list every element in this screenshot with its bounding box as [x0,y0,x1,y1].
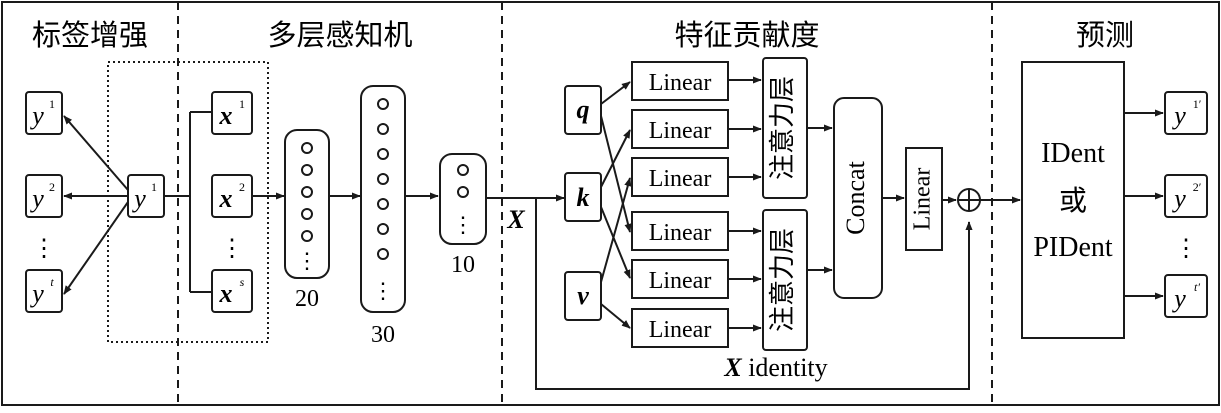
svg-text:y: y [29,184,44,213]
arrow-to-label-1 [63,115,129,191]
outer-frame [1,1,1220,406]
svg-text:s: s [240,275,245,289]
svg-text:2′: 2′ [1193,180,1202,194]
label-output-2: y 2 [25,174,63,218]
svg-text:注意力层: 注意力层 [768,228,797,332]
linear-to-attention-arrows [728,76,762,332]
qkv-fanout-arrows [600,81,632,329]
svg-text:Linear: Linear [649,70,712,96]
label-output-ellipsis: ⋮ [32,236,56,262]
svg-text:或: 或 [1059,185,1087,217]
svg-text:1: 1 [49,97,55,111]
svg-text:x: x [219,279,233,308]
svg-text:x: x [219,101,233,130]
label-output-1: y 1 [25,91,63,135]
pred-output-ellipsis: ⋮ [1174,236,1198,262]
dotted-group-box [107,61,269,343]
mlp-layer-20-size: 20 [295,286,319,312]
svg-text:IDent: IDent [1041,138,1105,169]
svg-text:⋮: ⋮ [296,248,318,273]
svg-text:Linear: Linear [649,220,712,246]
svg-text:v: v [577,281,589,310]
pred-output-1: y 1′ [1164,91,1208,135]
svg-text:1: 1 [239,97,245,111]
svg-text:⋮: ⋮ [372,278,394,303]
key-box: k [564,172,602,222]
section-title-label-enhance: 标签增强 [32,19,148,52]
output-linear-box: Linear [905,147,943,251]
svg-text:y: y [1171,284,1186,313]
attention-layer-1: 注意力层 [762,57,808,199]
attention-layer-2: 注意力层 [762,209,808,351]
feature-input-ellipsis: ⋮ [220,236,244,262]
label-source: y 1 [127,174,165,218]
pred-output-t: y t′ [1164,274,1208,318]
svg-text:y: y [29,279,44,308]
svg-text:y: y [29,101,44,130]
svg-text:Linear: Linear [649,268,712,294]
section-title-predict: 预测 [1076,19,1134,52]
linear-box-5: Linear [631,259,729,299]
residual-add-node [957,188,981,212]
mlp-layer-20: ⋮ [284,129,330,279]
mlp-layer-10-size: 10 [451,252,475,278]
identity-skip-path [535,198,973,390]
feature-input-2: x 2 [211,174,253,218]
linear-box-6: Linear [631,308,729,348]
arrow-to-label-t [63,201,129,295]
svg-text:Linear: Linear [910,168,936,231]
query-box: q [564,85,602,135]
svg-text:t: t [50,275,54,289]
feature-input-1: x 1 [211,91,253,135]
svg-text:x: x [219,184,233,213]
concat-box: Concat [833,97,883,299]
svg-text:Linear: Linear [649,118,712,144]
svg-text:q: q [577,95,590,124]
linear-box-4: Linear [631,211,729,251]
mlp-layer-30-size: 30 [371,322,395,348]
svg-text:y: y [1171,101,1186,130]
feature-branch-lines [164,111,212,293]
pred-output-2: y 2′ [1164,174,1208,218]
x-input-label: X [506,205,525,234]
svg-text:2: 2 [239,180,245,194]
svg-text:t′: t′ [1194,280,1200,294]
svg-text:1′: 1′ [1193,97,1202,111]
svg-text:2: 2 [49,180,55,194]
value-box: v [564,271,602,321]
svg-text:k: k [577,183,590,212]
svg-text:y: y [1171,184,1186,213]
svg-text:Concat: Concat [841,160,870,234]
mlp-layer-30: ⋮ [360,85,406,313]
section-title-mlp: 多层感知机 [267,19,412,52]
predictor-box: IDent 或 PIDent [1021,61,1125,339]
svg-text:Linear: Linear [649,166,712,192]
svg-text:⋮: ⋮ [452,212,474,237]
linear-box-3: Linear [631,157,729,197]
svg-text:y: y [131,184,146,213]
svg-text:1: 1 [151,180,157,194]
linear-box-2: Linear [631,109,729,149]
linear-box-1: Linear [631,61,729,101]
svg-text:PIDent: PIDent [1033,232,1113,263]
mlp-layer-10: ⋮ [439,153,487,245]
svg-text:Linear: Linear [649,317,712,343]
feature-input-s: x s [211,269,253,313]
identity-label: X identity [723,353,827,382]
svg-text:注意力层: 注意力层 [768,76,797,180]
label-output-t: y t [25,269,63,313]
section-title-feature-contribution: 特征贡献度 [674,19,819,52]
